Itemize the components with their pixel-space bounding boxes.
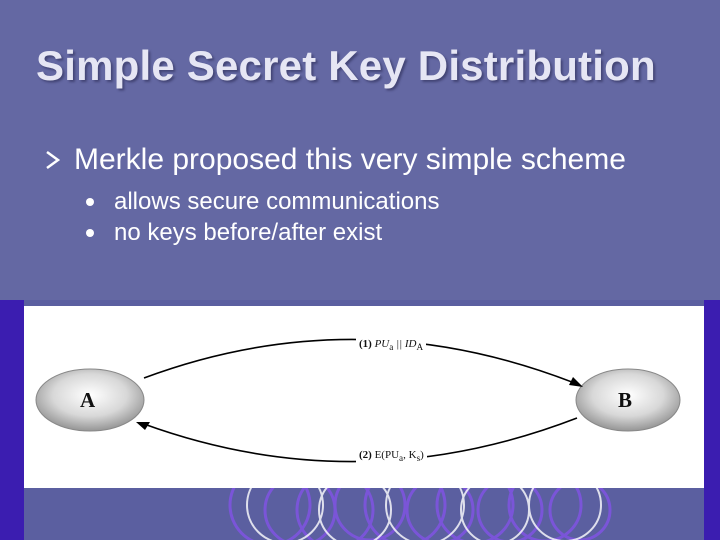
message-2-encrypt: E(PU (371, 449, 400, 461)
message-1-number: (1) (359, 338, 372, 350)
message-2-close: ) (420, 449, 424, 461)
message-2-label: (2) E(PUa, Ks) (356, 449, 427, 464)
sub-bullet-item: allows secure communications (86, 186, 704, 217)
sub-bullet-text: allows secure communications (114, 187, 440, 215)
sub-bullet-text: no keys before/after exist (114, 218, 383, 246)
diagram-graphics (35, 338, 681, 463)
key-distribution-diagram: A B (1) PUa || IDA (2) E(PUa, Ks) (24, 306, 704, 488)
bullet-list: Merkle proposed this very simple scheme … (44, 140, 704, 248)
dot-bullet-icon (86, 228, 94, 237)
sub-bullet-list: allows secure communications no keys bef… (44, 186, 704, 248)
arrowhead-b (569, 377, 583, 387)
sub-bullet-item: no keys before/after exist (86, 217, 704, 248)
arrowhead-a (136, 422, 150, 430)
dot-bullet-icon (86, 197, 94, 206)
node-a-label: A (80, 388, 96, 412)
message-1-id: || ID (393, 338, 417, 350)
node-a-shape (35, 368, 145, 432)
slide-title: Simple Secret Key Distribution (36, 42, 656, 89)
message-2-session-sub: s (416, 453, 421, 464)
message-1-key: PU (374, 338, 390, 350)
bullet-main: Merkle proposed this very simple scheme (44, 140, 704, 180)
message-1-label: (1) PUa || IDA (356, 338, 427, 353)
message-1-key-sub: a (389, 342, 394, 353)
arrow-bullet-icon (46, 150, 61, 170)
message-2-number: (2) (359, 449, 372, 461)
message-2-key-sub: a (399, 453, 404, 464)
message-2-session-key: , K (403, 449, 417, 461)
message-1-id-sub: A (416, 342, 424, 353)
node-b-label: B (618, 388, 633, 412)
node-b-shape (575, 368, 681, 432)
bullet-main-text: Merkle proposed this very simple scheme (74, 143, 626, 176)
